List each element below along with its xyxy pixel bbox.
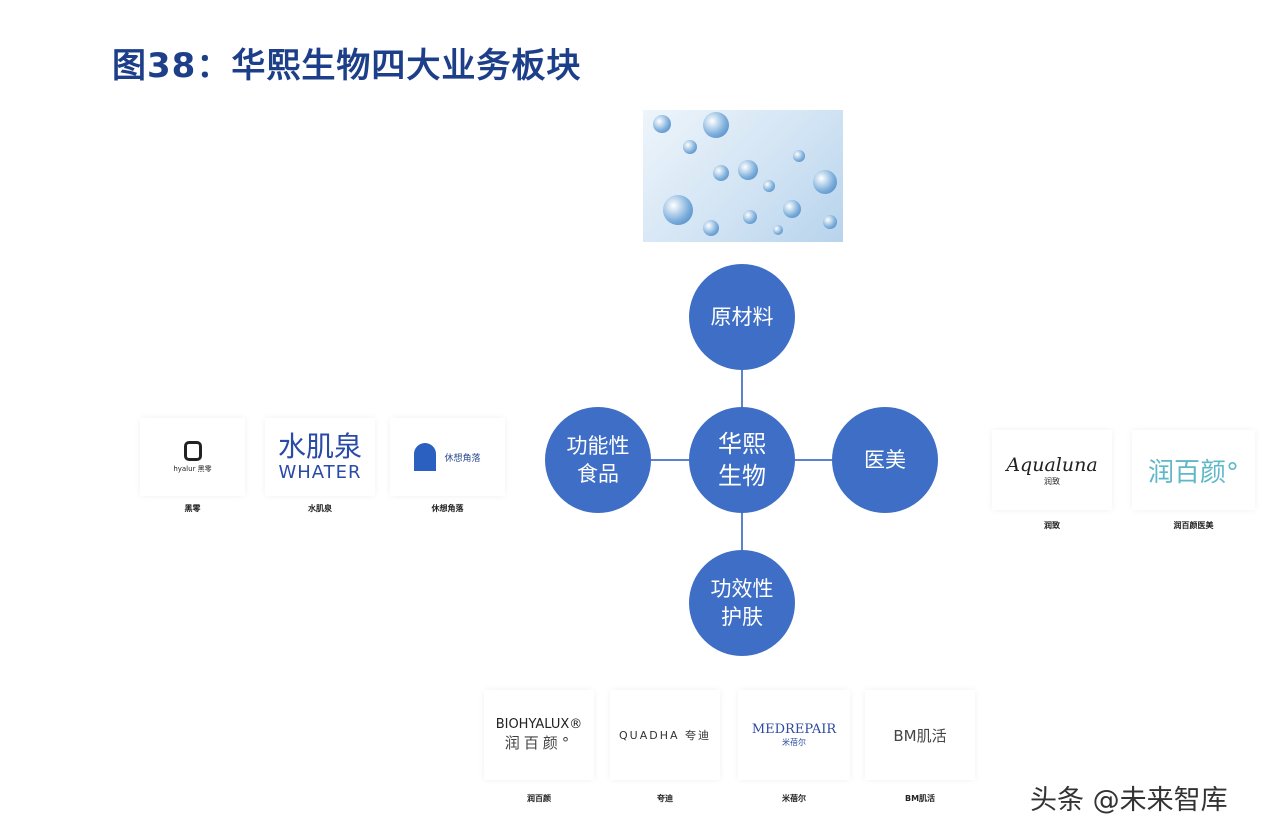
brand-caption: 润致 (1044, 521, 1060, 530)
brand-logo-whater: 水肌泉 WHATER (265, 418, 375, 496)
brand-logo-bm: BM肌活 (865, 690, 975, 780)
node-medical-aesthetics: 医美 (832, 407, 938, 513)
node-raw-materials: 原材料 (689, 264, 795, 370)
logo-text: BM肌活 (893, 726, 947, 745)
brand-logo-aqualuna: Aqualuna 润致 (992, 430, 1112, 510)
molecule-image (643, 110, 843, 242)
node-bloomage: 华熙 生物 (689, 407, 795, 513)
logo-sub: 润百颜° (504, 734, 574, 752)
brand-logo-runbaiyan-medical: 润百颜° (1132, 430, 1255, 510)
logo-arch-icon (414, 443, 437, 471)
brand-caption: BM肌活 (904, 794, 936, 803)
node-functional-food: 功能性 食品 (545, 407, 651, 513)
logo-text: 休想角落 (444, 453, 481, 464)
logo-text-cn: 水肌泉 (277, 429, 362, 463)
page-title: 图38：华熙生物四大业务板块 (112, 46, 582, 86)
brand-caption: 黑零 (184, 504, 201, 513)
brand-caption: 夸迪 (657, 794, 673, 803)
logo-text: Aqualuna (1006, 453, 1098, 476)
brand-logo-biohyalux: BIOHYALUX® 润百颜° (484, 690, 594, 780)
brand-caption: 休想角落 (431, 504, 464, 513)
logo-text: hyalur 黑零 (173, 464, 212, 473)
brand-logo-heiling: hyalur 黑零 (140, 418, 245, 496)
logo-sub: 润致 (1044, 476, 1060, 486)
logo-icon (183, 440, 202, 461)
brand-logo-medrepair: MEDREPAIR 米蓓尔 (738, 690, 850, 780)
logo-text: 润百颜° (1147, 457, 1239, 488)
brand-logo-xiuxiang: 休想角落 (390, 418, 505, 496)
brand-caption: 米蓓尔 (782, 794, 806, 803)
logo-sub: 米蓓尔 (782, 738, 806, 747)
logo-text: QUADHA 夸迪 (619, 729, 711, 742)
logo-text: MEDREPAIR (751, 722, 837, 737)
brand-caption: 润百颜 (527, 794, 551, 803)
logo-text: BIOHYALUX® (495, 717, 583, 732)
brand-caption: 水肌泉 (308, 504, 332, 513)
node-skincare: 功效性 护肤 (689, 550, 795, 656)
brand-caption: 润百颜医美 (1173, 521, 1214, 530)
brand-logo-quadha: QUADHA 夸迪 (610, 690, 720, 780)
logo-text-en: WHATER (278, 461, 362, 483)
watermark: 头条 @未来智库 (1030, 785, 1228, 816)
